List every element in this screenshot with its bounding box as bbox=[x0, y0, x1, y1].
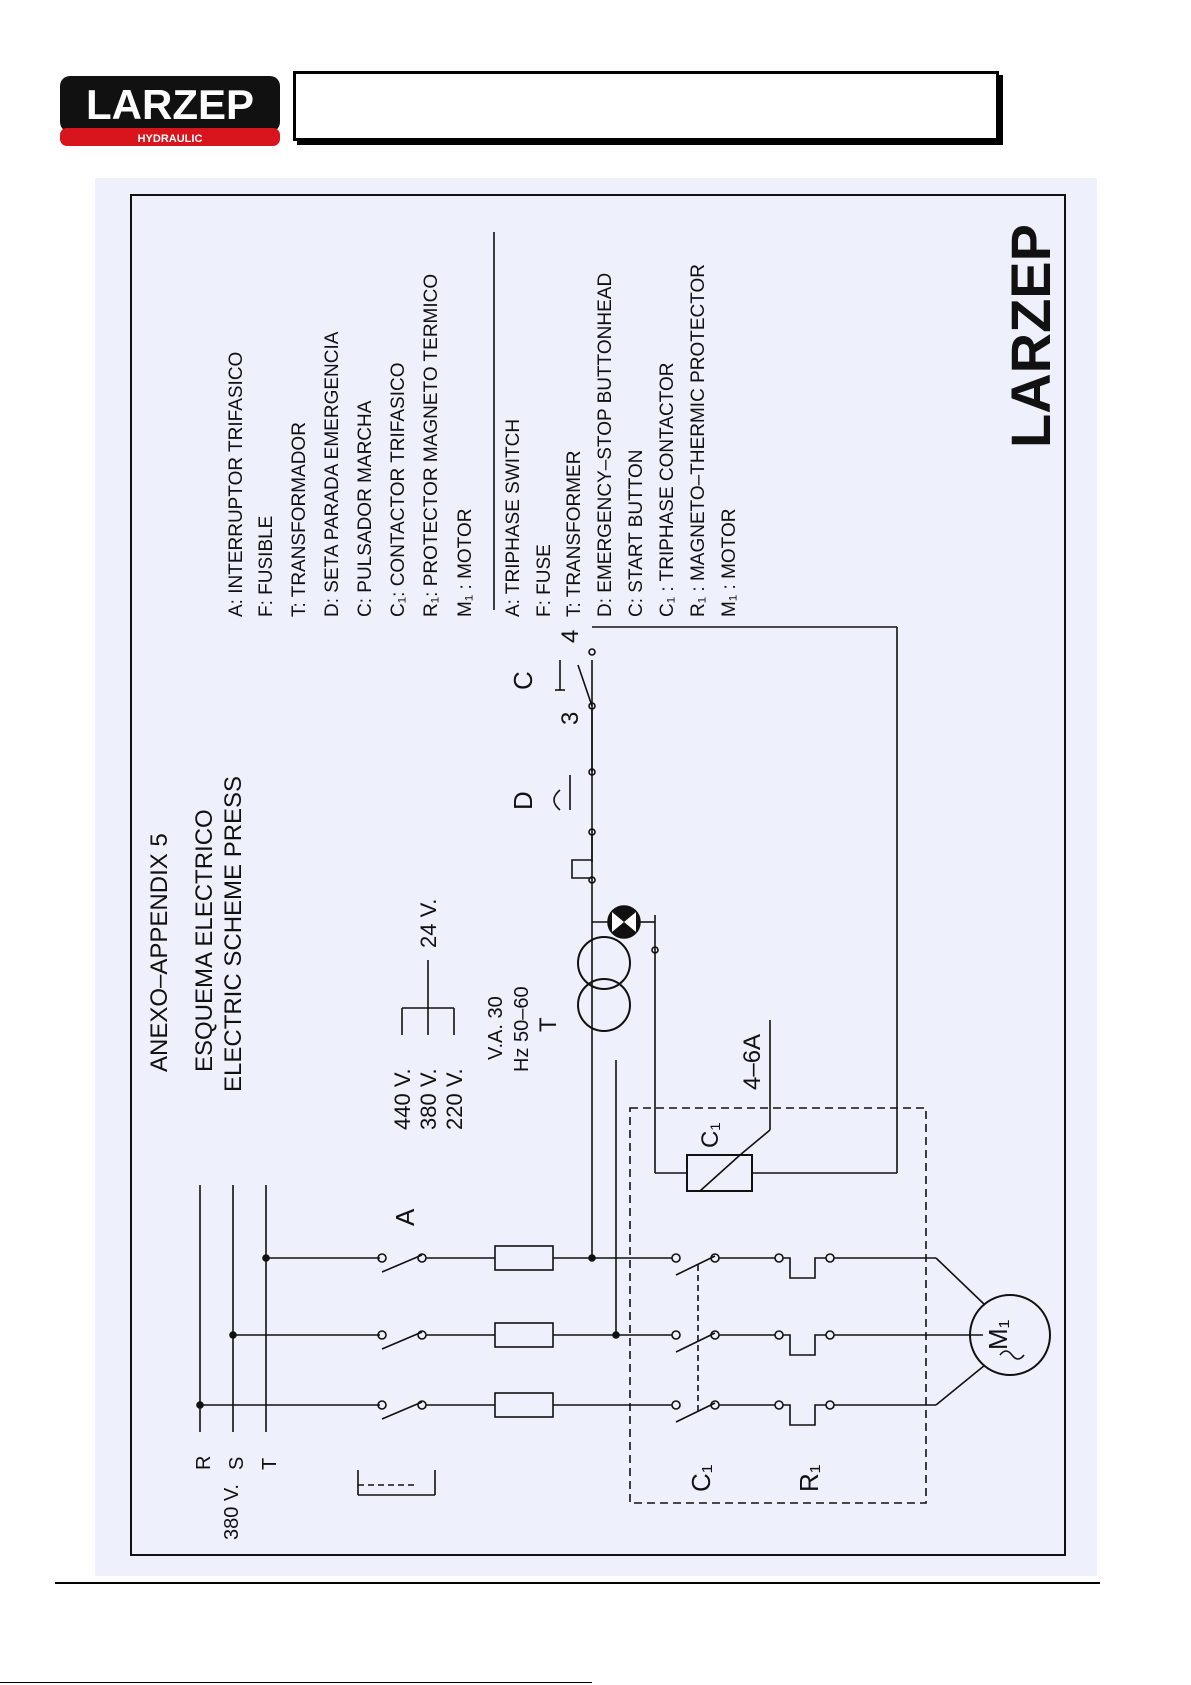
legend-english: A: TRIPHASE SWITCH F: FUSE T: TRANSFORME… bbox=[503, 264, 740, 617]
logo-text: LARZEP bbox=[86, 81, 254, 128]
fuse-rating: 4–6A bbox=[739, 1034, 766, 1090]
legend-en-3: D: EMERGENCY–STOP BUTTONHEAD bbox=[595, 273, 616, 617]
legend-es-2: T: TRANSFORMADOR bbox=[289, 422, 310, 617]
input-440v: 440 V. bbox=[390, 1068, 415, 1130]
transformer-hz: Hz 50–60 bbox=[511, 986, 533, 1072]
start-button-label: C bbox=[508, 671, 538, 690]
legend-en-4: C: START BUTTON bbox=[626, 449, 647, 617]
legend-es-1: F: FUSIBLE bbox=[256, 516, 277, 617]
phase-t-label: T bbox=[259, 1458, 281, 1470]
legend-en-1: F: FUSE bbox=[534, 544, 555, 617]
output-24v: 24 V. bbox=[416, 899, 441, 948]
legend-es-7: M₁ : MOTOR bbox=[455, 509, 476, 617]
contactor-coil-c1 bbox=[686, 1020, 771, 1192]
protector-label: R₁ bbox=[794, 1464, 824, 1492]
legend-es-5: C₁: CONTACTOR TRIFASICO bbox=[388, 363, 409, 618]
supply-voltage: 380 V. bbox=[221, 1484, 243, 1540]
scheme-title: ANEXO–APPENDIX 5 bbox=[146, 833, 173, 1072]
transformer-t bbox=[577, 936, 631, 1032]
legend-en-7: M₁ : MOTOR bbox=[719, 509, 740, 617]
legend-es-4: C: PULSADOR MARCHA bbox=[355, 400, 376, 617]
pilot-lamp bbox=[592, 905, 659, 954]
motor-m1 bbox=[969, 1294, 1051, 1376]
legend-es-0: A: INTERRUPTOR TRIFASICO bbox=[226, 352, 247, 617]
supply-bus bbox=[199, 1185, 267, 1432]
legend-en-5: C₁ : TRIPHASE CONTACTOR bbox=[657, 363, 678, 618]
scheme-subtitle-es: ESQUEMA ELECTRICO bbox=[191, 809, 218, 1072]
switch-a-label: A bbox=[390, 1208, 420, 1226]
emergency-stop-label: D bbox=[508, 791, 538, 810]
footer-rule bbox=[55, 1582, 1100, 1584]
voltage-taps bbox=[401, 960, 455, 1035]
contactor-enclosure bbox=[629, 1107, 927, 1504]
phase-r-label: R bbox=[193, 1456, 215, 1470]
logo-subtext: HYDRAULIC bbox=[138, 133, 203, 145]
motor-label: M₁ bbox=[983, 1319, 1013, 1350]
legend-en-0: A: TRIPHASE SWITCH bbox=[503, 419, 524, 617]
scheme-frame bbox=[130, 194, 1066, 1556]
larzep-logo: LARZEP HYDRAULIC bbox=[60, 76, 280, 146]
legend-es-6: R₁: PROTECTOR MAGNETO TERMICO bbox=[421, 274, 442, 617]
scheme-brand: LARZEP bbox=[999, 224, 1062, 448]
contactor-c1-contacts bbox=[671, 1253, 720, 1423]
terminal-3-label: 3 bbox=[557, 712, 584, 725]
legend-es-3: D: SETA PARADA EMERGENCIA bbox=[322, 331, 343, 617]
terminal-4-label: 4 bbox=[557, 630, 584, 643]
coil-label: C₁ bbox=[697, 1123, 724, 1148]
protector-r1 bbox=[774, 1253, 835, 1426]
triphase-switch-a bbox=[357, 1253, 436, 1496]
legend-en-2: T: TRANSFORMER bbox=[564, 451, 585, 617]
phase-feeders bbox=[196, 1254, 380, 1409]
fuses bbox=[494, 1245, 554, 1418]
transformer-va: V.A. 30 bbox=[485, 996, 507, 1060]
document-title-box bbox=[293, 71, 999, 141]
input-220v: 220 V. bbox=[442, 1068, 467, 1130]
emergency-stop-d bbox=[553, 710, 596, 884]
phase-s-label: S bbox=[226, 1457, 248, 1470]
contactor-label: C₁ bbox=[686, 1464, 716, 1492]
bottom-rule bbox=[0, 1682, 592, 1683]
legend-spanish: A: INTERRUPTOR TRIFASICO F: FUSIBLE T: T… bbox=[226, 274, 476, 617]
input-380v: 380 V. bbox=[416, 1068, 441, 1130]
control-wiring bbox=[591, 626, 898, 1335]
scheme-scan: ANEXO–APPENDIX 5 ESQUEMA ELECTRICO ELECT… bbox=[95, 178, 1097, 1576]
legend-en-6: R₁ : MAGNETO–THERMIC PROTECTOR bbox=[688, 264, 709, 617]
scheme-subtitle-en: ELECTRIC SCHEME PRESS bbox=[220, 776, 247, 1092]
start-button-c bbox=[555, 648, 596, 710]
transformer-label: T bbox=[535, 1017, 562, 1032]
